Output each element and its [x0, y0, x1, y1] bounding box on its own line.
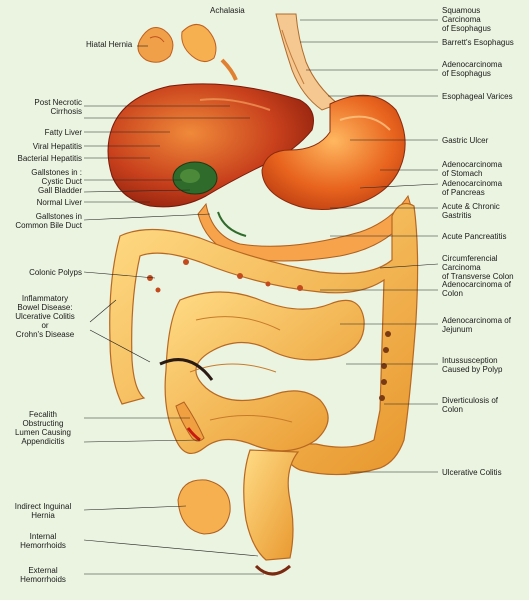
label-viral-hepatitis: Viral Hepatitis: [32, 142, 82, 151]
achalasia-drawing: [181, 24, 238, 81]
label-hiatal-hernia: Hiatal Hernia: [86, 40, 133, 49]
gallbladder-drawing: [172, 161, 218, 195]
label-bacterial-hepatitis: Bacterial Hepatitis: [17, 154, 82, 163]
stomach-drawing: [261, 94, 406, 210]
label-acute-pancreatitis: Acute Pancreatitis: [442, 232, 507, 241]
label-achalasia: Achalasia: [210, 6, 245, 15]
hiatal-hernia-drawing: [137, 27, 174, 63]
label-fatty-liver: Fatty Liver: [44, 128, 82, 137]
label-barretts: Barrett's Esophagus: [442, 38, 514, 47]
label-ulcerative-colitis: Ulcerative Colitis: [442, 468, 502, 477]
label-esophageal-varices: Esophageal Varices: [442, 92, 513, 101]
label-colonic-polyps: Colonic Polyps: [29, 268, 82, 277]
leader-lines: [83, 19, 439, 575]
inguinal-hernia-drawing: [177, 479, 231, 535]
label-normal-liver: Normal Liver: [36, 198, 82, 207]
rectum-drawing: [243, 449, 300, 576]
label-gastric-ulcer: Gastric Ulcer: [442, 136, 489, 145]
small-intestine-drawing: [159, 291, 365, 455]
